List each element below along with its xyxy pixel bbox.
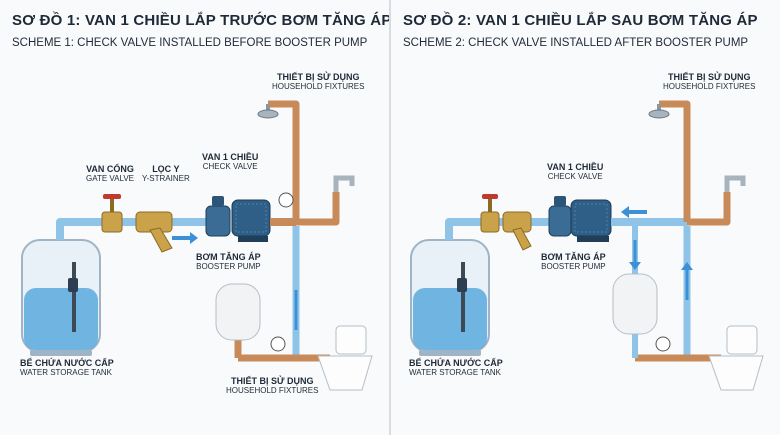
scheme-2-panel: SƠ ĐỒ 2: VAN 1 CHIỀU LẮP SAU BƠM TĂNG ÁP… bbox=[391, 0, 780, 435]
pump-vi: BƠM TĂNG ÁP bbox=[541, 252, 606, 262]
faucet bbox=[333, 175, 355, 192]
gate-valve-label: VAN CỔNG GATE VALVE bbox=[86, 164, 134, 184]
check-valve-en: CHECK VALVE bbox=[202, 162, 258, 172]
water-storage-tank bbox=[21, 239, 101, 356]
faucet bbox=[724, 175, 746, 192]
toilet bbox=[317, 325, 373, 391]
pressure-gauge bbox=[270, 192, 294, 352]
scheme-1-title: SƠ ĐỒ 1: VAN 1 CHIỀU LẮP TRƯỚC BƠM TĂNG … bbox=[12, 12, 392, 29]
tank-label: BỂ CHỨA NƯỚC CẤP WATER STORAGE TANK bbox=[20, 358, 114, 378]
flow-arrow-down-head bbox=[629, 262, 641, 270]
y-strainer-en: Y-STRAINER bbox=[142, 174, 190, 184]
check-valve-label: VAN 1 CHIỀU CHECK VALVE bbox=[202, 152, 258, 172]
pressure-gauge bbox=[655, 336, 671, 352]
y-strainer bbox=[135, 211, 173, 253]
scheme-2-diagram bbox=[410, 100, 764, 391]
pump-en: BOOSTER PUMP bbox=[196, 262, 261, 272]
flow-arrow-head bbox=[621, 206, 629, 218]
panel-divider bbox=[389, 0, 391, 435]
booster-pump bbox=[231, 199, 271, 242]
y-strainer bbox=[502, 211, 532, 251]
fixtures-bottom-label: THIẾT BỊ SỬ DỤNG HOUSEHOLD FIXTURES bbox=[226, 376, 318, 396]
pump-en: BOOSTER PUMP bbox=[541, 262, 606, 272]
water-storage-tank bbox=[410, 239, 490, 356]
tank-vi: BỂ CHỨA NƯỚC CẤP bbox=[20, 358, 114, 368]
check-valve-en: CHECK VALVE bbox=[547, 172, 603, 182]
fixtures-top-label: THIẾT BỊ SỬ DỤNG HOUSEHOLD FIXTURES bbox=[272, 72, 364, 92]
flow-arrow-up-head bbox=[681, 262, 693, 270]
fixtures-top-label: THIẾT BỊ SỬ DỤNG HOUSEHOLD FIXTURES bbox=[663, 72, 755, 92]
check-valve-vi: VAN 1 CHIỀU bbox=[547, 162, 604, 172]
scheme-1-panel: SƠ ĐỒ 1: VAN 1 CHIỀU LẮP TRƯỚC BƠM TĂNG … bbox=[0, 0, 392, 435]
tank-vi: BỂ CHỨA NƯỚC CẤP bbox=[409, 358, 503, 368]
scheme-1-subtitle: SCHEME 1: CHECK VALVE INSTALLED BEFORE B… bbox=[12, 37, 368, 49]
check-valve-label: VAN 1 CHIỀU CHECK VALVE bbox=[547, 162, 603, 182]
fixtures-top-vi: THIẾT BỊ SỬ DỤNG bbox=[277, 72, 360, 82]
scheme-2-subtitle: SCHEME 2: CHECK VALVE INSTALLED AFTER BO… bbox=[403, 37, 749, 49]
check-valve bbox=[548, 196, 572, 237]
gate-valve bbox=[480, 194, 500, 233]
fixtures-bottom-en: HOUSEHOLD FIXTURES bbox=[226, 386, 319, 396]
tank-en: WATER STORAGE TANK bbox=[20, 368, 113, 378]
gate-valve-en: GATE VALVE bbox=[86, 174, 135, 184]
gate-valve-vi: VAN CỔNG bbox=[86, 164, 134, 174]
fixtures-top-vi: THIẾT BỊ SỬ DỤNG bbox=[668, 72, 751, 82]
shower-head bbox=[648, 104, 670, 119]
check-valve-vi: VAN 1 CHIỀU bbox=[202, 152, 259, 162]
pressure-tank bbox=[612, 273, 658, 335]
shower-head bbox=[257, 104, 279, 119]
flow-arrow-head bbox=[190, 232, 198, 244]
y-strainer-label: LỌC Y Y-STRAINER bbox=[142, 164, 190, 184]
y-strainer-vi: LỌC Y bbox=[152, 164, 180, 174]
fixtures-top-en: HOUSEHOLD FIXTURES bbox=[272, 82, 365, 92]
pressure-tank bbox=[215, 283, 261, 341]
tank-en: WATER STORAGE TANK bbox=[409, 368, 502, 378]
pump-label: BƠM TĂNG ÁP BOOSTER PUMP bbox=[196, 252, 261, 272]
check-valve bbox=[205, 196, 231, 237]
gate-valve bbox=[101, 194, 123, 233]
fixtures-top-en: HOUSEHOLD FIXTURES bbox=[663, 82, 756, 92]
scheme-1-diagram bbox=[21, 100, 373, 391]
pump-label: BƠM TĂNG ÁP BOOSTER PUMP bbox=[541, 252, 606, 272]
fixtures-bottom-vi: THIẾT BỊ SỬ DỤNG bbox=[231, 376, 314, 386]
toilet bbox=[708, 325, 764, 391]
tank-label: BỂ CHỨA NƯỚC CẤP WATER STORAGE TANK bbox=[409, 358, 503, 378]
pump-vi: BƠM TĂNG ÁP bbox=[196, 252, 261, 262]
booster-pump bbox=[570, 199, 612, 242]
scheme-2-title: SƠ ĐỒ 2: VAN 1 CHIỀU LẮP SAU BƠM TĂNG ÁP bbox=[403, 12, 758, 29]
